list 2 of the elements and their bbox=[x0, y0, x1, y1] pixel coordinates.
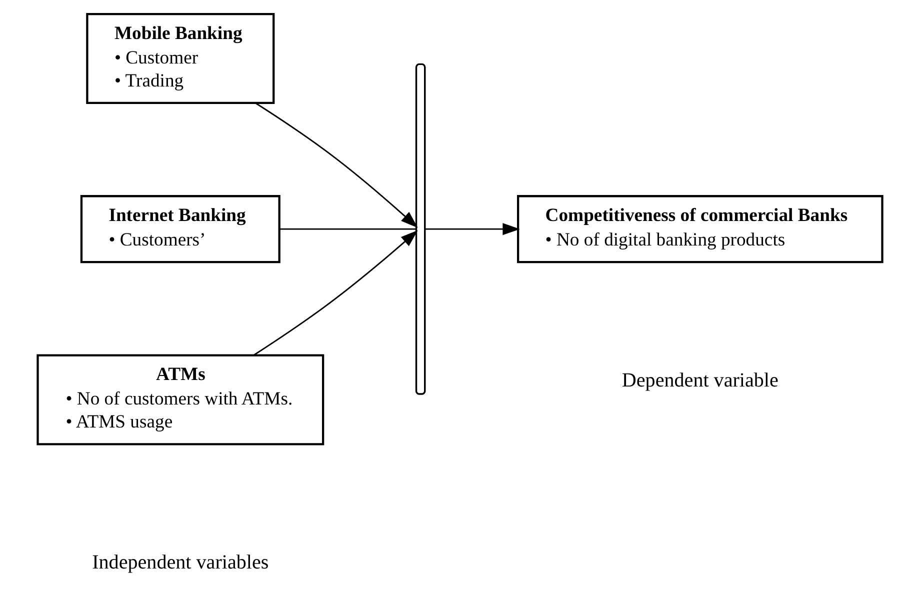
label: Independent variables bbox=[92, 551, 269, 574]
label: Dependent variable bbox=[622, 369, 778, 392]
